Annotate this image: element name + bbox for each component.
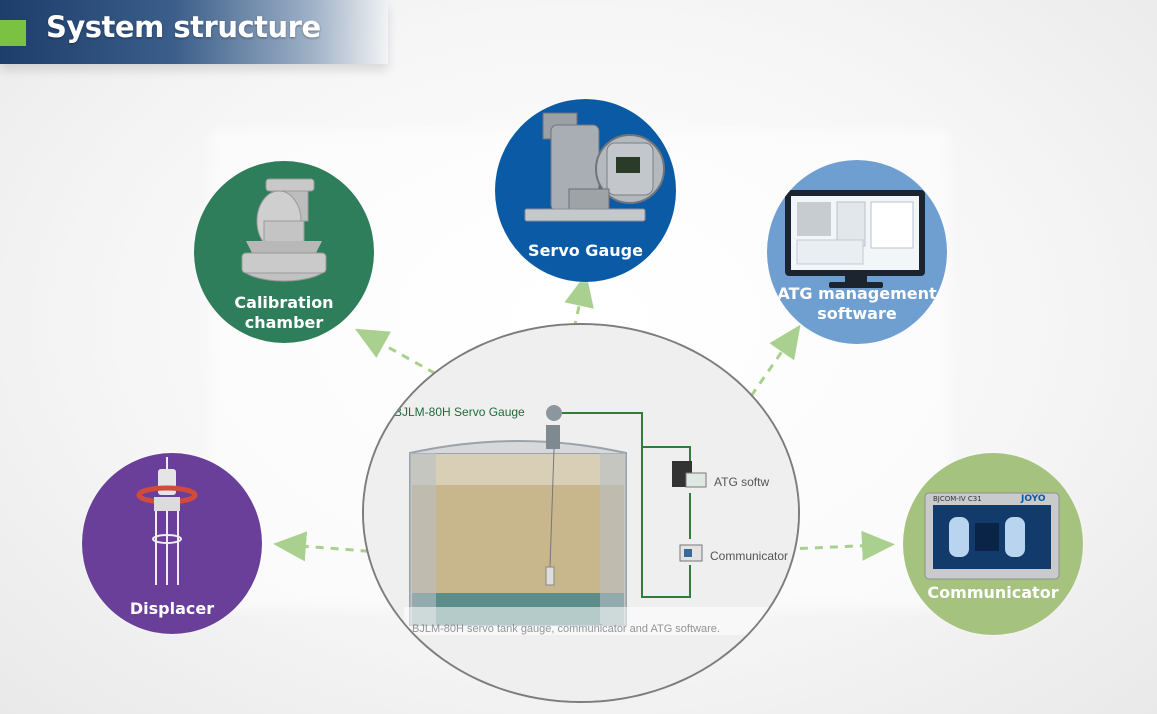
- communicator-caption: Communicator: [710, 549, 789, 563]
- displacer-icon: [136, 457, 198, 585]
- node-atg-software[interactable]: ATG management software: [767, 160, 947, 344]
- node-displacer[interactable]: Displacer: [82, 453, 262, 634]
- communicator-brand-text: JOYO: [1020, 494, 1046, 504]
- node-label-servo: Servo Gauge: [528, 241, 643, 260]
- scene-caption: BJLM-80H servo tank gauge, communicator …: [412, 623, 720, 635]
- communicator-model-text: BJCOM-IV C31: [933, 495, 982, 503]
- header-accent: [0, 20, 26, 46]
- servo-gauge-icon: [524, 112, 665, 222]
- monitor-icon: [785, 190, 925, 288]
- communicator-device-icon: BJCOM-IV C31 JOYO: [924, 492, 1060, 580]
- node-communicator[interactable]: BJCOM-IV C31 JOYO Communicator: [903, 453, 1083, 635]
- node-label-atg: ATG management software: [777, 284, 937, 323]
- calibration-chamber-icon: [241, 178, 327, 282]
- node-calibration-chamber[interactable]: Calibration chamber: [194, 161, 374, 343]
- servo-gauge-caption: BJLM-80H Servo Gauge: [394, 405, 525, 419]
- node-label-communicator: Communicator: [927, 583, 1059, 602]
- tank-illustration: [364, 325, 798, 701]
- tank-system-scene: BJLM-80H Servo Gauge ATG softw Communica…: [362, 323, 800, 703]
- node-servo-gauge[interactable]: Servo Gauge: [495, 99, 676, 282]
- node-label-displacer: Displacer: [129, 599, 215, 618]
- atg-software-caption: ATG softw: [714, 475, 770, 489]
- page-title: System structure: [46, 10, 321, 44]
- node-label-calibration: Calibration chamber: [234, 293, 334, 332]
- header-bar: System structure: [0, 0, 388, 64]
